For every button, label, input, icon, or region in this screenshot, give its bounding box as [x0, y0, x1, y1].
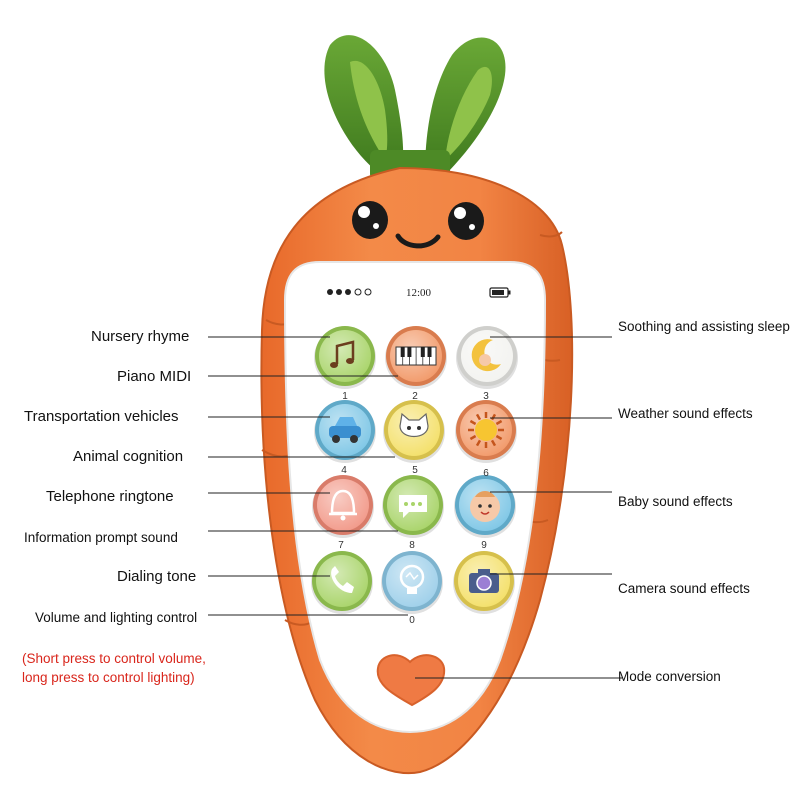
phone-handset-icon: [331, 566, 354, 593]
keypad-button-1[interactable]: [314, 326, 376, 389]
key-number-9: 9: [481, 540, 487, 551]
label-mode-conversion: Mode conversion: [618, 669, 721, 684]
label-nursery-rhyme: Nursery rhyme: [91, 328, 190, 345]
sun-icon: [468, 412, 504, 448]
mode-conversion-button[interactable]: [376, 654, 446, 707]
label-animal-cognition: Animal cognition: [73, 448, 184, 465]
note-volume-lighting: (Short press to control volume, long pre…: [22, 651, 206, 685]
label-dialing-tone: Dialing tone: [117, 568, 197, 585]
moon-icon: [471, 339, 501, 372]
keypad-button-7[interactable]: [312, 475, 374, 538]
label-piano-midi: Piano MIDI: [117, 368, 192, 385]
chat-bubble-icon: [399, 495, 427, 518]
label-soothing-sleep: Soothing and assisting sleep: [618, 319, 790, 334]
keypad-button-2[interactable]: [385, 326, 447, 389]
label-information-prompt-sound: Information prompt sound: [24, 530, 178, 545]
status-bar: [327, 287, 511, 298]
keypad-button-9[interactable]: [454, 475, 516, 538]
key-number-3: 3: [483, 391, 489, 402]
label-weather-sound-effects: Weather sound effects: [618, 406, 753, 421]
bell-icon: [329, 489, 357, 521]
key-number-1: 1: [342, 391, 348, 402]
label-telephone-ringtone: Telephone ringtone: [46, 488, 174, 505]
keypad-button-call[interactable]: [311, 551, 373, 614]
label-transportation-vehicles: Transportation vehicles: [24, 408, 179, 425]
music-notes-icon: [330, 340, 355, 368]
lightbulb-icon: [399, 564, 425, 594]
label-camera-sound-effects: Camera sound effects: [618, 581, 750, 596]
keypad-button-0[interactable]: [381, 551, 443, 614]
keypad-button-camera[interactable]: [453, 551, 515, 614]
keypad-button-3[interactable]: [456, 326, 518, 389]
key-number-8: 8: [409, 540, 415, 551]
key-number-0: 0: [409, 615, 415, 626]
car-icon: [329, 417, 361, 443]
leader-lines: [208, 336, 622, 679]
cat-icon: [399, 412, 429, 438]
key-number-2: 2: [412, 391, 418, 402]
piano-keys-icon: [395, 346, 437, 366]
keypad-button-5[interactable]: [383, 400, 445, 463]
key-number-5: 5: [412, 465, 418, 476]
keypad-button-8[interactable]: [382, 475, 444, 538]
carrot-face: [352, 201, 484, 249]
key-number-6: 6: [483, 468, 489, 479]
keypad-button-4[interactable]: [314, 400, 376, 463]
key-number-7: 7: [338, 540, 344, 551]
label-volume-lighting-control: Volume and lighting control: [35, 610, 198, 625]
key-number-4: 4: [341, 465, 347, 476]
carrot-leaves: [324, 35, 506, 180]
label-baby-sound-effects: Baby sound effects: [618, 494, 733, 509]
keypad-button-6[interactable]: [455, 400, 517, 463]
screen-clock: 12:00: [406, 287, 432, 299]
camera-icon: [469, 569, 499, 593]
